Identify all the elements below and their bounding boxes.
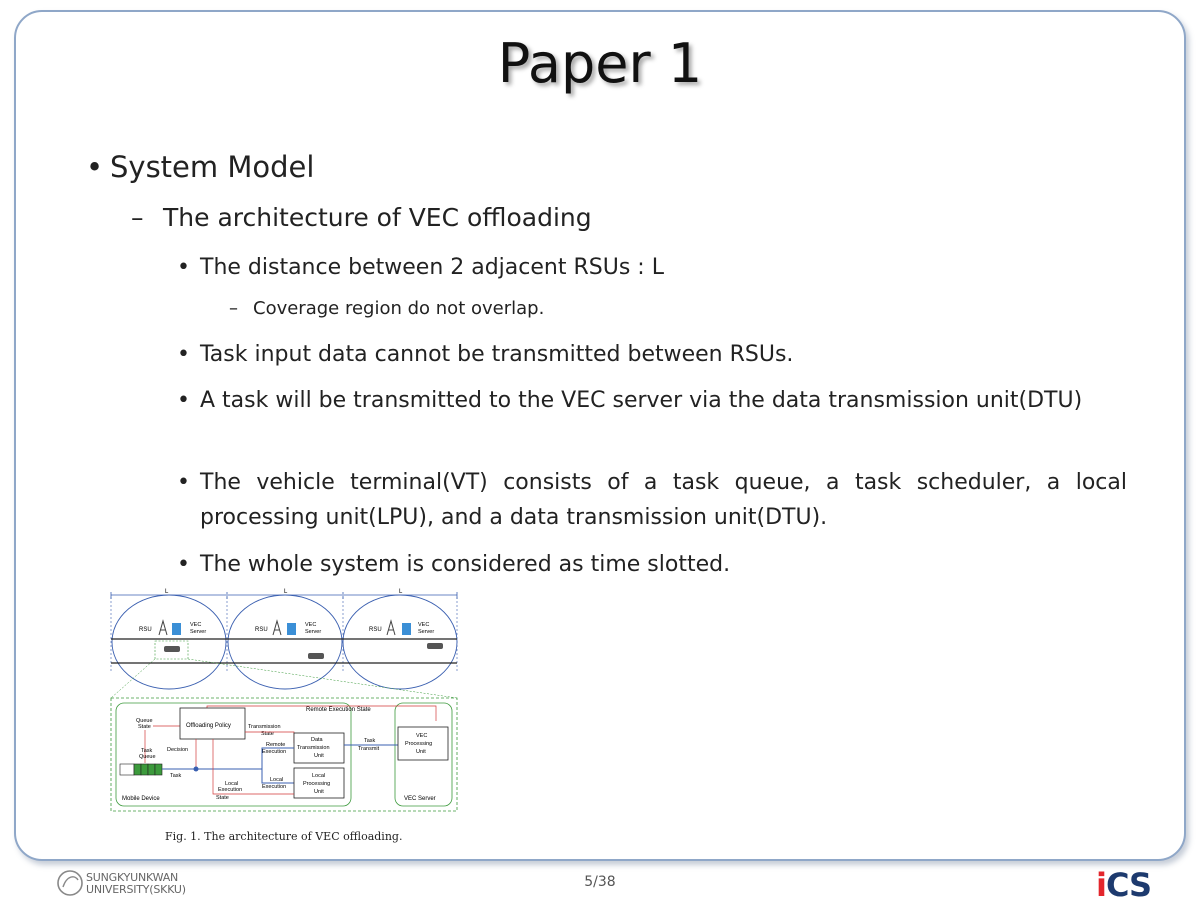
- rsu-group-3: RSU VEC Server: [369, 619, 434, 636]
- svg-text:Remote: Remote: [266, 742, 285, 748]
- distance-label-2: L: [284, 589, 288, 595]
- svg-text:Execution: Execution: [262, 784, 286, 790]
- svg-text:Task: Task: [141, 748, 153, 754]
- rsu-group-1: RSU VEC Server: [139, 619, 206, 636]
- mobile-device-label: Mobile Device: [122, 796, 160, 802]
- svg-text:Execution: Execution: [218, 787, 242, 793]
- vec-server-label: VEC Server: [404, 796, 436, 802]
- svg-text:Local: Local: [225, 781, 238, 787]
- bullet-dtu: •A task will be transmitted to the VEC s…: [177, 388, 1083, 413]
- svg-text:VEC: VEC: [305, 622, 316, 628]
- coverage-regions: [111, 594, 458, 690]
- slide-title: Paper 1: [497, 32, 703, 95]
- svg-text:State: State: [138, 724, 151, 730]
- svg-text:Data: Data: [311, 737, 324, 743]
- svg-text:Task: Task: [364, 738, 376, 744]
- bullet-time-slotted: •The whole system is considered as time …: [177, 552, 731, 577]
- svg-text:Transmission: Transmission: [248, 724, 281, 730]
- svg-text:State: State: [216, 795, 229, 801]
- svg-text:Execution: Execution: [262, 749, 286, 755]
- svg-text:Server: Server: [190, 629, 206, 635]
- bullet-system-model: •System Model: [86, 150, 315, 184]
- svg-text:Processing: Processing: [405, 741, 432, 747]
- figure-caption: Fig. 1. The architecture of VEC offloadi…: [165, 830, 403, 843]
- skku-logo: [57, 870, 83, 896]
- university-name: SUNGKYUNKWAN UNIVERSITY(SKKU): [86, 871, 186, 896]
- page-number: 5/38: [584, 874, 616, 890]
- svg-text:RSU: RSU: [255, 627, 268, 633]
- remote-exec-state-label: Remote Execution State: [306, 707, 371, 713]
- bullet-task-input: •Task input data cannot be transmitted b…: [177, 342, 794, 367]
- task-queue-cells: [119, 763, 163, 776]
- vehicles: [164, 643, 443, 659]
- bullet-vehicle-terminal: •The vehicle terminal(VT) consists of a …: [177, 470, 1127, 530]
- svg-text:RSU: RSU: [369, 627, 382, 633]
- svg-text:Unit: Unit: [314, 789, 324, 795]
- bullet-coverage-region: –Coverage region do not overlap.: [229, 298, 545, 319]
- svg-text:Task: Task: [170, 773, 182, 779]
- svg-text:Decision: Decision: [167, 747, 188, 753]
- bullet-rsu-distance: •The distance between 2 adjacent RSUs : …: [177, 255, 664, 280]
- svg-text:Server: Server: [305, 629, 321, 635]
- svg-text:VEC: VEC: [418, 622, 429, 628]
- svg-text:Transmit: Transmit: [358, 746, 380, 752]
- svg-text:State: State: [261, 731, 274, 737]
- svg-text:Processing: Processing: [303, 781, 330, 787]
- svg-text:RSU: RSU: [139, 627, 152, 633]
- distance-label-1: L: [165, 589, 169, 595]
- svg-text:Transmission: Transmission: [297, 745, 330, 751]
- ics-logo: iCS: [1096, 866, 1152, 900]
- svg-text:Unit: Unit: [314, 753, 324, 759]
- architecture-diagram: L L L RSU VEC Server RSU VEC Server RSU …: [110, 589, 458, 812]
- svg-text:Local: Local: [270, 777, 283, 783]
- offloading-policy-box: Offloading Policy: [186, 723, 231, 729]
- svg-text:Unit: Unit: [416, 749, 426, 755]
- svg-text:VEC: VEC: [190, 622, 201, 628]
- svg-text:Queue: Queue: [136, 718, 153, 724]
- rsu-group-2: RSU VEC Server: [255, 619, 321, 636]
- svg-text:Server: Server: [418, 629, 434, 635]
- svg-text:Local: Local: [312, 773, 325, 779]
- bullet-architecture: –The architecture of VEC offloading: [131, 203, 592, 232]
- svg-text:VEC: VEC: [416, 733, 427, 739]
- distance-label-3: L: [399, 589, 403, 595]
- svg-text:Queue: Queue: [139, 754, 156, 760]
